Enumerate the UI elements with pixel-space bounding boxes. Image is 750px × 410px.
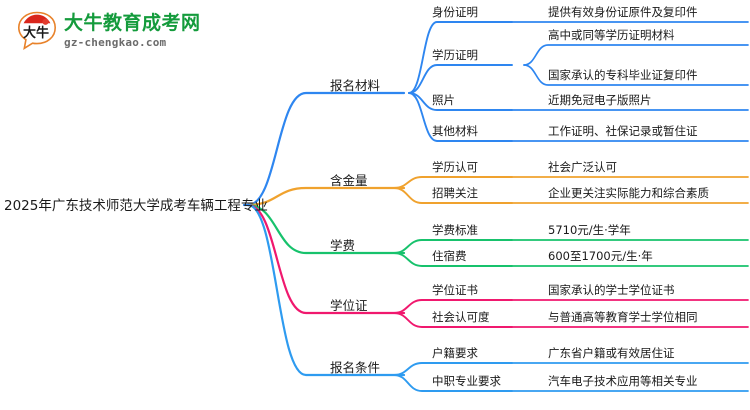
sub-label-5-2: 中职专业要求: [432, 374, 501, 388]
leaf-label-1-4-1: 工作证明、社保记录或暂住证: [548, 124, 698, 138]
sub-label-1-4: 其他材料: [432, 124, 478, 138]
leaf-label-1-2-2: 国家承认的专科毕业证复印件: [548, 68, 698, 82]
leaf-label-1-1-1: 提供有效身份证原件及复印件: [548, 5, 698, 19]
leaf-label-4-1-1: 国家承认的学士学位证书: [548, 283, 675, 297]
leaf-label-3-1-1: 5710元/生·学年: [548, 223, 631, 237]
leaf-label-4-2-1: 与普通高等教育学士学位相同: [548, 310, 698, 324]
leaf-label-1-2-1: 高中或同等学历证明材料: [548, 28, 675, 42]
leaf-label-2-2-1: 企业更关注实际能力和综合素质: [548, 186, 709, 200]
sub-label-4-1: 学位证书: [432, 283, 478, 297]
sub-label-5-1: 户籍要求: [432, 346, 478, 360]
sub-label-1-2: 学历证明: [432, 48, 478, 62]
logo-name-en: gz-chengkao.com: [64, 36, 167, 49]
root-title: 2025年广东技术师范大学成考车辆工程专业: [4, 198, 268, 214]
logo-mark-icon: 大牛: [16, 10, 58, 52]
sub-label-2-2: 招聘关注: [432, 186, 478, 200]
logo-name-cn: 大牛教育成考网: [64, 12, 201, 34]
sub-label-1-3: 照片: [432, 93, 455, 107]
branch-label-5: 报名条件: [330, 360, 381, 375]
leaf-label-5-1-1: 广东省户籍或有效居住证: [548, 346, 675, 360]
sub-label-1-1: 身份证明: [432, 5, 478, 19]
leaf-label-2-1-1: 社会广泛认可: [548, 160, 617, 174]
branch-label-2: 含金量: [330, 173, 368, 188]
sub-label-2-1: 学历认可: [432, 160, 478, 174]
site-logo: 大牛 大牛教育成考网 gz-chengkao.com: [16, 10, 201, 52]
leaf-label-5-2-1: 汽车电子技术应用等相关专业: [548, 374, 698, 388]
svg-text:大牛: 大牛: [23, 25, 49, 41]
leaf-label-3-2-1: 600至1700元/生·年: [548, 249, 653, 263]
leaf-label-1-3-1: 近期免冠电子版照片: [548, 93, 652, 107]
sub-label-3-1: 学费标准: [432, 223, 478, 237]
branch-label-3: 学费: [330, 238, 356, 253]
branch-label-1: 报名材料: [330, 78, 381, 93]
sub-label-4-2: 社会认可度: [432, 310, 490, 324]
branch-label-4: 学位证: [330, 298, 368, 313]
sub-label-3-2: 住宿费: [432, 249, 467, 263]
